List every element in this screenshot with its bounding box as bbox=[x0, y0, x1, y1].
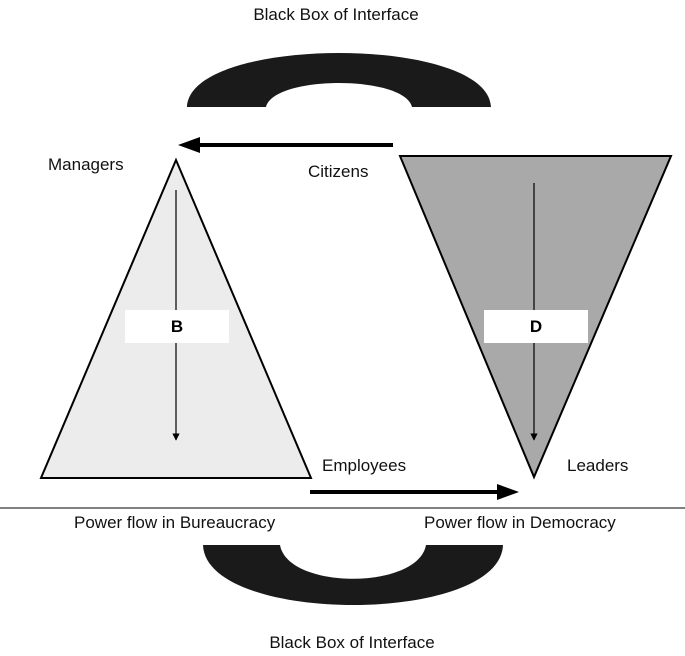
bureaucracy-letter-box bbox=[125, 310, 229, 343]
bottom-interface-label: Black Box of Interface bbox=[269, 633, 434, 652]
top-interface-label: Black Box of Interface bbox=[253, 5, 418, 24]
democracy-letter: D bbox=[530, 317, 542, 336]
democracy-caption: Power flow in Democracy bbox=[424, 513, 616, 532]
citizens-label: Citizens bbox=[308, 162, 368, 181]
bottom-interface-shape bbox=[203, 545, 503, 605]
managers-label: Managers bbox=[48, 155, 124, 174]
top-interface-shape bbox=[187, 53, 491, 107]
bureaucracy-caption: Power flow in Bureaucracy bbox=[74, 513, 276, 532]
democracy-letter-box bbox=[484, 310, 588, 343]
bureaucracy-letter: B bbox=[171, 317, 183, 336]
bottom-flow-arrowhead bbox=[497, 484, 519, 500]
leaders-label: Leaders bbox=[567, 456, 628, 475]
employees-label: Employees bbox=[322, 456, 406, 475]
top-flow-arrowhead bbox=[178, 137, 200, 153]
